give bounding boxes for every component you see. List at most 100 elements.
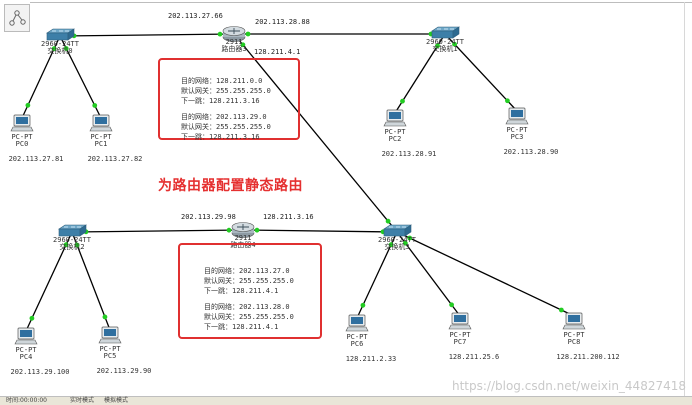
mask-value: 255.255.255.0 [239,277,294,285]
router-icon[interactable] [222,26,246,42]
devices-layer: 2960-24TT交换机02911路由器32960-24TT交换机1PC-PTP… [9,26,620,376]
port-status-sw2 [63,242,69,248]
device-ip: 202.113.29.90 [97,367,152,375]
mask-label: 默认网关： [204,313,239,321]
device-model: 2960-24TT [41,40,80,48]
link-sw2-pc5[interactable] [71,231,111,331]
hop-label: 下一跳： [204,287,232,295]
watermark: https://blog.csdn.net/weixin_44827418 [451,379,686,393]
router-icon[interactable] [231,222,255,238]
port-status-pc5 [102,314,108,320]
device-name: PC5 [104,352,117,360]
canvas-top-border [30,2,692,3]
pc-icon[interactable] [10,114,34,132]
device-model: PC-PT [384,128,406,136]
link-sw3-pc7[interactable] [396,231,461,317]
mask-label: 默认网关： [181,87,216,95]
link-sw3-pc8[interactable] [396,231,575,317]
switch-icon[interactable] [431,26,460,39]
device-ip: 202.113.28.91 [382,150,437,158]
device-ip: 202.113.29.100 [10,368,69,376]
dest-label: 目的网络： [181,77,216,85]
route-entry-r4-2: 目的网络：202.113.28.0 默认网关：255.255.255.0 下一跳… [204,302,294,332]
device-name: 交换机3 [384,242,409,251]
route-entry-r3-1: 目的网络：128.211.0.0 默认网关：255.255.255.0 下一跳：… [181,76,271,106]
pc-icon[interactable] [448,312,472,330]
link-r2-sw3[interactable] [233,33,398,233]
pc-icon[interactable] [89,114,113,132]
device-model: PC-PT [506,126,528,134]
route-entry-r3-2: 目的网络：202.113.29.0 默认网关：255.255.255.0 下一跳… [181,112,271,142]
port-status-sw3 [388,242,394,248]
port-status-sw1 [452,41,457,47]
device-model: PC-PT [99,345,121,353]
status-time: 时间:00:00:00 [6,397,47,404]
switch-icon[interactable] [46,28,75,41]
switch-icon[interactable] [58,224,87,237]
device-name: 路由器3 [221,44,246,53]
link-sw0-r2[interactable] [59,33,235,37]
route-table-router4: 目的网络：202.113.27.0 默认网关：255.255.255.0 下一跳… [204,256,294,342]
device-ip: 128.211.200.112 [556,353,619,361]
port-status-r2 [240,42,246,48]
port-status-pc6 [360,302,366,308]
link-sw1-pc3[interactable] [444,33,518,112]
port-status-sw3 [385,218,391,224]
device-model: PC-PT [11,133,33,141]
device-model: PC-PT [90,133,112,141]
hop-value: 128.211.3.16 [209,133,260,141]
pc-icon[interactable] [345,314,369,332]
switch-icon[interactable] [383,224,412,237]
device-ip: 128.211.2.33 [346,355,397,363]
device-name: PC4 [20,353,33,361]
device-name: PC3 [511,133,524,141]
device-name: PC2 [389,135,402,143]
port-status-r2 [245,31,251,37]
pc-icon[interactable] [505,107,529,125]
pc-icon[interactable] [383,109,407,127]
dest-label: 目的网络： [181,113,216,121]
status-bar: 时间:00:00:00 实时模式 模拟模式 [0,396,692,405]
route-box-router3 [158,58,300,140]
pc-icon[interactable] [98,326,122,344]
link-sw2-r4[interactable] [71,229,244,233]
link-label-r4-left: 202.113.29.98 [181,213,236,221]
mask-value: 255.255.255.0 [216,87,271,95]
device-name: PC0 [16,140,29,148]
pc-icon[interactable] [562,312,586,330]
device-model: PC-PT [15,346,37,354]
hop-value: 128.211.3.16 [209,97,260,105]
link-sw2-pc4[interactable] [25,231,73,332]
canvas-right-border [684,2,685,396]
route-table-router3: 目的网络：128.211.0.0 默认网关：255.255.255.0 下一跳：… [181,66,271,152]
port-status-pc4 [29,315,35,321]
pc-icon[interactable] [14,327,38,345]
port-status-sw1 [435,43,440,49]
mask-value: 255.255.255.0 [216,123,271,131]
app-logo-icon[interactable] [4,4,30,32]
device-model: PC-PT [346,333,368,341]
ports-layer [25,31,564,321]
link-label-r3-left: 202.113.27.66 [168,12,223,20]
link-r4-sw3[interactable] [242,229,398,233]
port-status-sw3 [403,240,408,246]
status-realtime-mode[interactable]: 实时模式 [70,397,95,404]
status-simulation-mode[interactable]: 模拟模式 [104,397,129,404]
port-status-pc1 [92,103,98,108]
